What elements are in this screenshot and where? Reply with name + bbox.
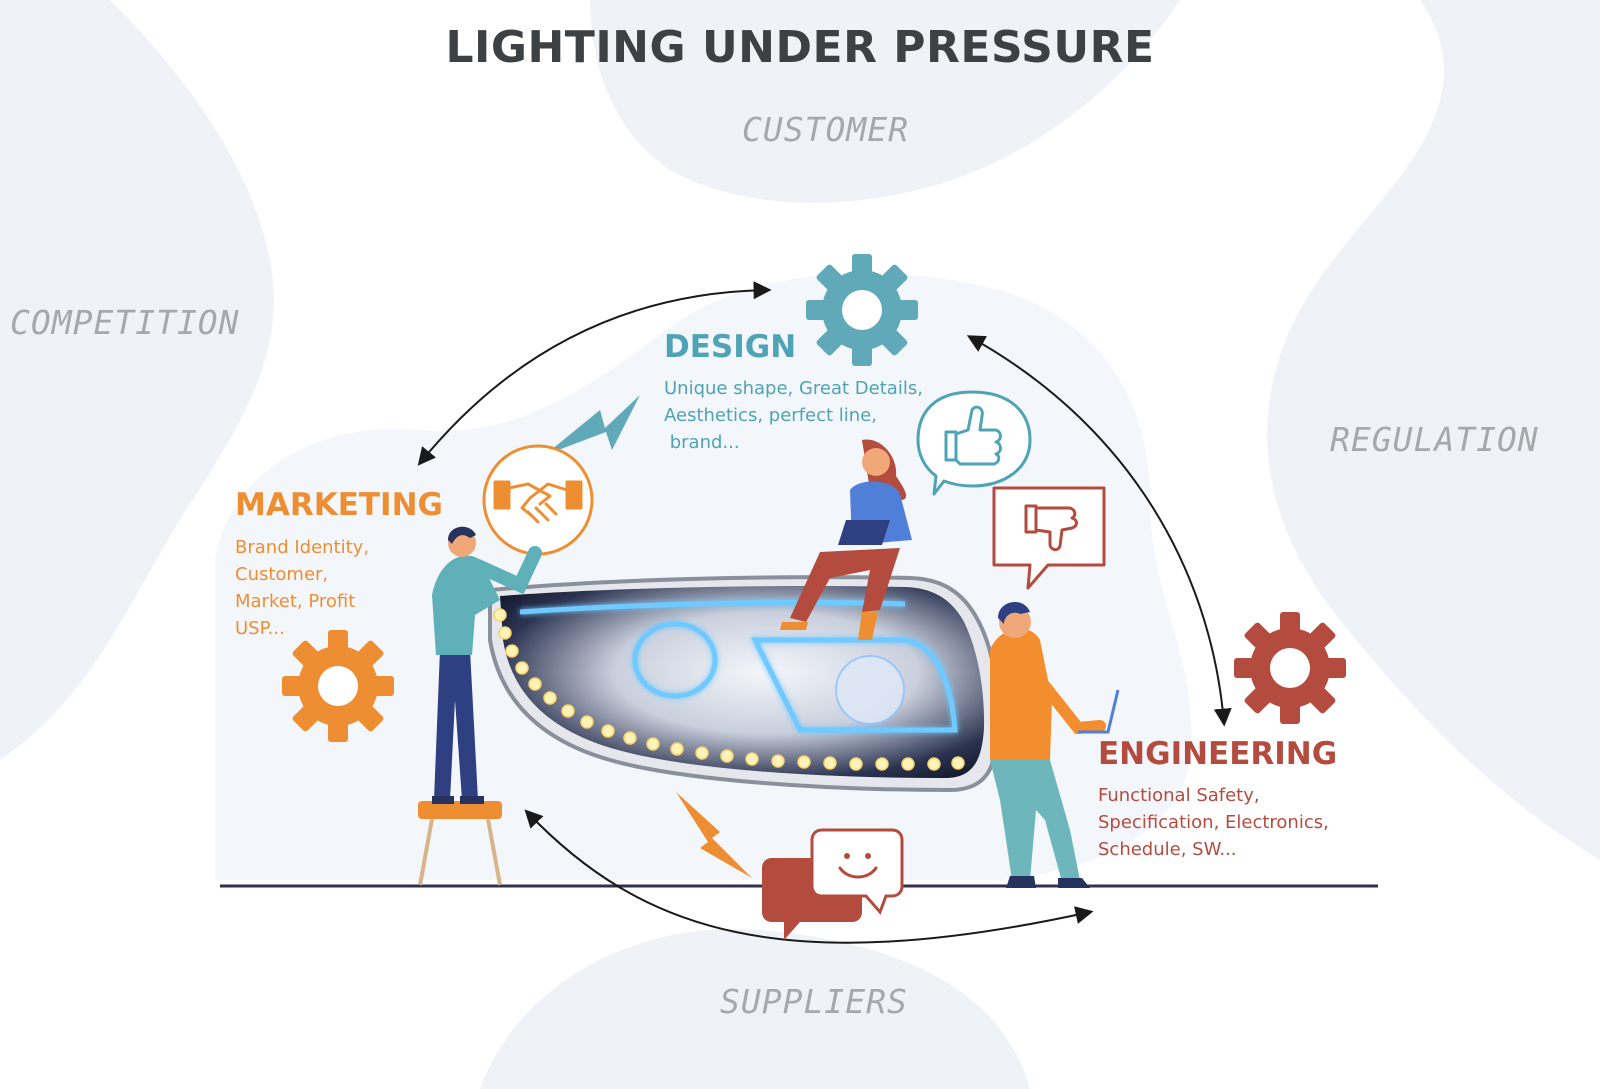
design-description: Unique shape, Great Details, Aesthetics,… xyxy=(664,375,923,456)
lightning-icon xyxy=(676,792,752,878)
marketing-line: Brand Identity, xyxy=(235,537,370,558)
gear-icon xyxy=(1234,612,1346,724)
handshake-icon xyxy=(482,444,594,556)
force-label-suppliers: SUPPLIERS xyxy=(720,982,908,1021)
thumbs-up-icon xyxy=(916,390,1032,496)
drl-led-strip xyxy=(493,608,965,771)
thumbs-down-icon xyxy=(992,486,1106,590)
page-title: LIGHTING UNDER PRESSURE xyxy=(445,22,1155,73)
force-label-regulation: REGULATION xyxy=(1330,420,1539,459)
engineering-line: Functional Safety, xyxy=(1098,785,1260,806)
marketing-description: Brand Identity, Customer, Market, Profit… xyxy=(235,534,369,642)
engineering-line: Schedule, SW... xyxy=(1098,839,1237,860)
person-engineering xyxy=(990,601,1120,888)
design-title: DESIGN xyxy=(664,329,797,365)
engineering-title: ENGINEERING xyxy=(1098,736,1338,772)
marketing-line: Customer, xyxy=(235,564,329,585)
smiley-chat-icon xyxy=(762,828,904,940)
person-marketing xyxy=(432,526,542,804)
gear-icon xyxy=(806,254,918,366)
design-line: Unique shape, Great Details, xyxy=(664,378,923,399)
marketing-line: Market, Profit xyxy=(235,591,356,612)
force-label-customer: CUSTOMER xyxy=(742,110,909,149)
design-line: Aesthetics, perfect line, xyxy=(664,405,877,426)
engineering-description: Functional Safety, Specification, Electr… xyxy=(1098,782,1329,863)
design-line: brand... xyxy=(664,432,740,453)
cycle-arrows xyxy=(417,281,1232,944)
person-design xyxy=(780,439,912,640)
marketing-title: MARKETING xyxy=(235,487,443,523)
lightning-icon xyxy=(545,395,640,455)
gear-icon xyxy=(282,630,394,742)
force-label-competition: COMPETITION xyxy=(10,303,240,342)
marketing-line: USP... xyxy=(235,618,285,639)
stool xyxy=(418,801,502,886)
headlamp-illustration xyxy=(488,575,1001,793)
engineering-line: Specification, Electronics, xyxy=(1098,812,1329,833)
